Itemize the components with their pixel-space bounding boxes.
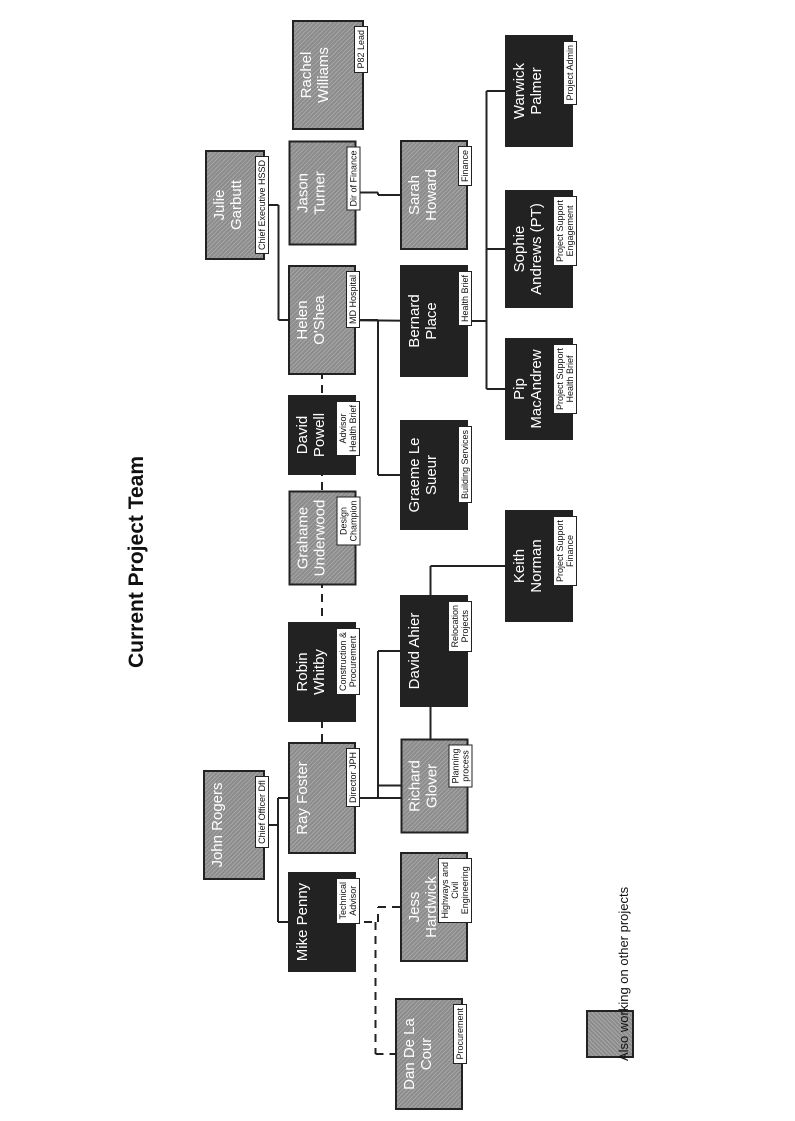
person-box-david-powell: David Powell Advisor Health Brief <box>288 395 360 475</box>
person-name: David Powell <box>294 412 328 458</box>
person-role: MD Hospital <box>346 271 360 329</box>
person-name: Mike Penny <box>294 882 311 962</box>
person-role: Finance <box>458 146 472 187</box>
person-role: Health Brief <box>458 271 472 327</box>
person-name: Grahame Underwood <box>294 499 328 576</box>
person-role: P82 Lead <box>354 26 368 73</box>
person-box-dan-de-la-cour: Dan De La Cour Procurement <box>395 998 467 1110</box>
person-name: Ray Foster <box>294 761 311 835</box>
person-name: Jason Turner <box>294 170 328 215</box>
person-box-bernard-place: Bernard Place Health Brief <box>400 265 472 377</box>
person-role: Project Support Finance <box>553 516 577 587</box>
person-role: Construction & Procurement <box>336 628 360 696</box>
person-role: Procurement <box>453 1004 467 1064</box>
legend-label: Also working on other projects <box>616 886 631 1061</box>
person-name: David Ahier <box>406 612 423 690</box>
person-name: Sarah Howard <box>406 169 440 221</box>
person-role: Chief Executive HSSD <box>255 156 269 255</box>
person-role: Chief Officer DfI <box>255 776 269 848</box>
person-name: Bernard Place <box>406 294 440 348</box>
person-name: Jess Hardwick <box>406 876 440 938</box>
person-box-richard-glover: Richard Glover Planning process <box>400 738 472 833</box>
person-role: Project Support Health Brief <box>553 344 577 415</box>
person-box-rachel-williams: Rachel Williams P82 Lead <box>292 20 368 130</box>
person-box-mike-penny: Mike Penny Technical Advisor <box>288 872 360 972</box>
person-box-robin-whitby: Robin Whitby Construction & Procurement <box>288 622 360 722</box>
person-box-ray-foster: Ray Foster Director JPH <box>288 742 360 854</box>
person-role: Building Services <box>458 426 472 504</box>
person-box-warwick-palmer: Warwick Palmer Project Admin <box>505 35 577 147</box>
person-name: Julie Garbutt <box>211 179 245 231</box>
person-name: John Rogers <box>209 782 226 868</box>
person-name: Keith Norman <box>511 539 545 593</box>
person-box-keith-norman: Keith Norman Project Support Finance <box>505 510 577 622</box>
person-name: Pip MacAndrew <box>511 349 545 429</box>
person-name: Graeme Le Sueur <box>406 437 440 513</box>
person-role: Planning process <box>448 744 472 788</box>
person-box-julie-garbutt: Julie Garbutt Chief Executive HSSD <box>205 150 269 260</box>
person-box-helen-oshea: Helen O'Shea MD Hospital <box>288 265 360 375</box>
person-name: Richard Glover <box>406 759 440 812</box>
person-name: Sophie Andrews (PT) <box>511 203 545 295</box>
person-role: Project Admin <box>563 41 577 105</box>
person-name: Dan De La Cour <box>401 1018 435 1090</box>
person-box-john-rogers: John Rogers Chief Officer DfI <box>203 770 269 880</box>
person-box-david-ahier: David Ahier Relocation Projects <box>400 595 472 707</box>
person-box-grahame-underwood: Grahame Underwood Design Champion <box>288 490 360 585</box>
person-role: Highways and Civil Engineering <box>438 858 472 923</box>
person-name: Helen O'Shea <box>294 295 328 345</box>
person-name: Robin Whitby <box>294 649 328 695</box>
person-box-graeme-le-sueur: Graeme Le Sueur Building Services <box>400 420 472 530</box>
person-role: Dir of Finance <box>346 146 360 211</box>
person-role: Advisor Health Brief <box>336 401 360 457</box>
legend-swatch <box>586 1010 634 1058</box>
person-role: Relocation Projects <box>448 601 472 652</box>
person-box-pip-macandrew: Pip MacAndrew Project Support Health Brie… <box>505 338 577 440</box>
person-role: Design Champion <box>336 496 360 546</box>
person-box-jason-turner: Jason Turner Dir of Finance <box>288 140 360 245</box>
person-role: Project Support Engagement <box>553 196 577 267</box>
person-box-sophie-andrews: Sophie Andrews (PT) Project Support Engag… <box>505 190 577 308</box>
person-name: Rachel Williams <box>298 47 332 103</box>
person-role: Director JPH <box>346 748 360 808</box>
person-role: Technical Advisor <box>336 878 360 924</box>
person-box-sarah-howard: Sarah Howard Finance <box>400 140 472 250</box>
person-name: Warwick Palmer <box>511 62 545 120</box>
